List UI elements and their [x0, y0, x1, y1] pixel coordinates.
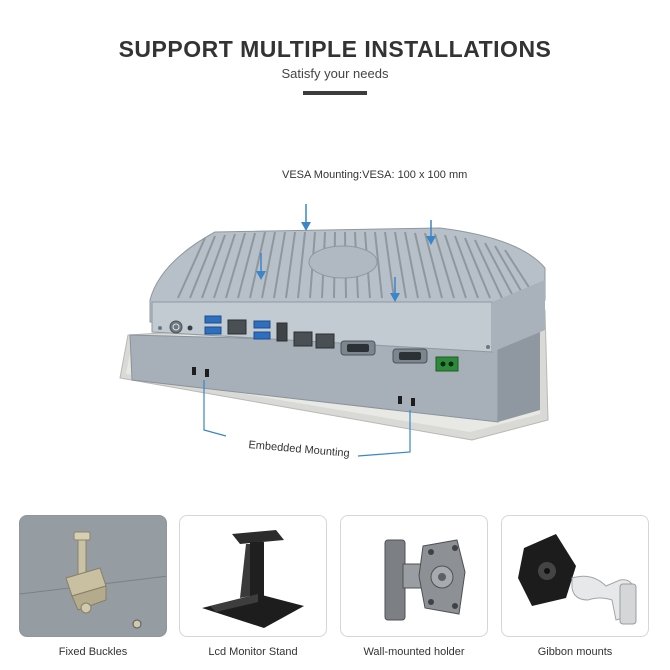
- wall-mount-icon: [384, 539, 466, 621]
- industrial-panel-pc-illustration: [119, 204, 549, 457]
- fixed-buckles-card: [19, 515, 167, 637]
- gibbon-mounts-card: [501, 515, 649, 637]
- monitor-stand-card: [179, 515, 327, 637]
- monitor-stand-icon: [202, 530, 304, 628]
- vesa-mounting-label: VESA Mounting:VESA: 100 x 100 mm: [282, 169, 468, 181]
- embedded-callout-line-left: [203, 380, 227, 437]
- gibbon-mounts-caption: Gibbon mounts: [537, 646, 613, 658]
- wall-mounted-holder-card: [340, 515, 488, 637]
- monitor-stand-caption: Lcd Monitor Stand: [208, 646, 298, 658]
- page-subtitle: Satisfy your needs: [281, 66, 389, 81]
- page-title: SUPPORT MULTIPLE INSTALLATIONS: [118, 36, 552, 62]
- title-underline: [303, 91, 367, 95]
- gibbon-mount-icon: [518, 534, 637, 625]
- vesa-arrows: [256, 204, 436, 302]
- fixed-buckle-icon: [20, 516, 166, 636]
- fixed-buckles-caption: Fixed Buckles: [58, 646, 128, 658]
- wall-mounted-holder-caption: Wall-mounted holder: [363, 646, 465, 658]
- embedded-callout-line-right: [357, 410, 411, 457]
